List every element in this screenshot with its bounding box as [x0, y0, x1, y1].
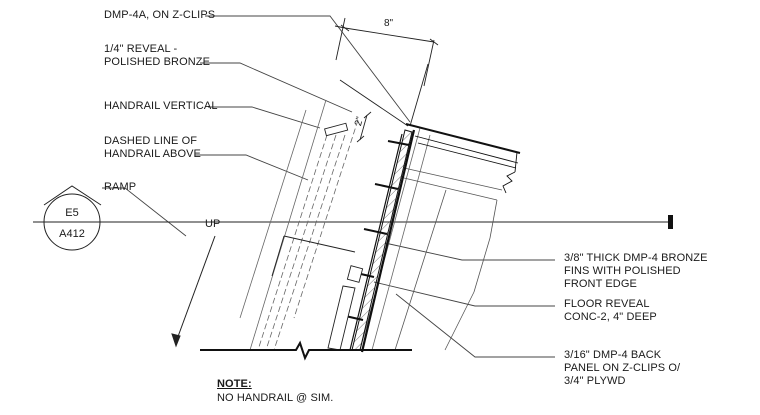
dimension-8in: [334, 17, 439, 127]
note-text: NO HANDRAIL @ SIM.: [217, 392, 334, 404]
label-handrail-vertical: HANDRAIL VERTICAL: [104, 100, 218, 112]
section-line-end-marker: [668, 215, 673, 229]
leader-floor-reveal: [373, 281, 555, 307]
leader-dmp4a: [205, 15, 411, 123]
dimension-2in: [356, 111, 372, 143]
section-tag-detail: E5: [65, 207, 79, 219]
leader-handrail-vertical: [208, 106, 321, 129]
dimension-8in-text: 8": [384, 18, 394, 29]
ramp-up-arrow: [171, 235, 216, 348]
section-line: [33, 215, 673, 229]
leader-back-panel: [395, 293, 555, 358]
leader-lines: [102, 15, 555, 358]
label-dashed-line: DASHED LINE OF HANDRAIL ABOVE: [104, 135, 201, 160]
top-cap: [403, 123, 521, 239]
handrail-vertical: [324, 122, 349, 137]
inner-wall: [394, 189, 491, 351]
handrail-dashed-lines: [257, 119, 359, 351]
floor-line: [200, 340, 412, 361]
label-floor-reveal: FLOOR REVEAL CONC-2, 4" DEEP: [564, 298, 657, 323]
leader-ramp: [102, 187, 187, 237]
floor-reveal: [271, 235, 364, 351]
leader-reveal: [200, 62, 353, 113]
leader-dashed-line: [195, 154, 309, 181]
leader-fins: [384, 242, 555, 261]
fin-3: [363, 228, 388, 235]
fin-2: [374, 183, 399, 190]
label-reveal: 1/4" REVEAL - POLISHED BRONZE: [104, 43, 211, 68]
wall-body: [239, 99, 431, 351]
fin-1: [387, 140, 410, 146]
label-fins: 3/8" THICK DMP-4 BRONZE FINS WITH POLISH…: [564, 252, 708, 290]
note-title: NOTE:: [217, 378, 252, 390]
section-tag-sheet: A412: [59, 228, 85, 240]
label-dmp4a: DMP-4A, ON Z-CLIPS: [104, 9, 216, 21]
label-back-panel: 3/16" DMP-4 BACK PANEL ON Z-CLIPS O/ 3/4…: [564, 349, 681, 387]
label-ramp: RAMP: [104, 181, 137, 193]
label-up: UP: [205, 218, 221, 230]
section-tag: [43, 185, 102, 251]
